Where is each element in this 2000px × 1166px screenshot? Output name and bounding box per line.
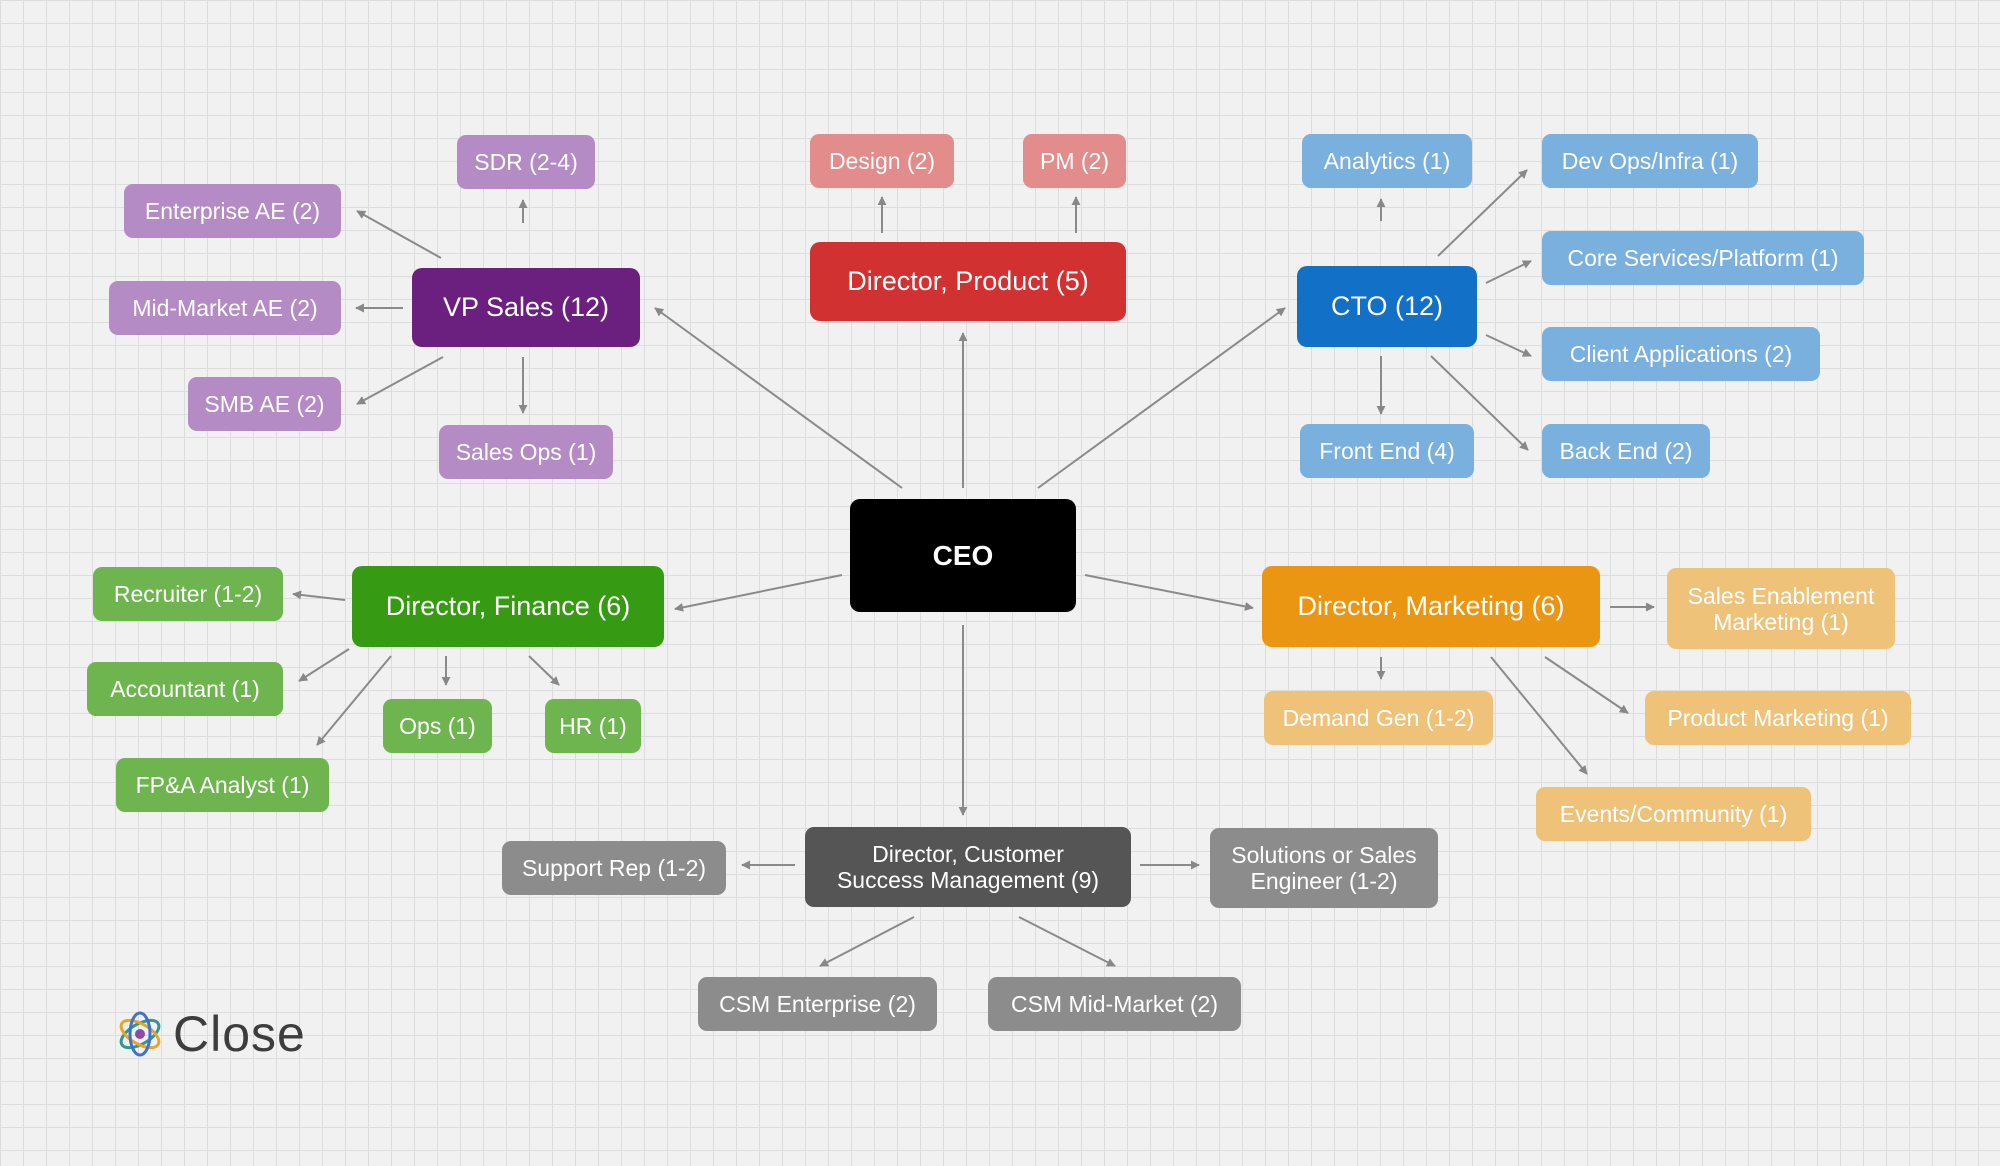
- cto-node: CTO (12): [1297, 266, 1477, 347]
- vp-sales-node: VP Sales (12): [412, 268, 640, 347]
- arrow-sales-to-smb: [356, 356, 444, 405]
- arrow-finance-to-accountant: [298, 648, 350, 682]
- back-end-node: Back End (2): [1542, 424, 1710, 478]
- solutions-engineer-label-line2: Engineer (1-2): [1250, 868, 1398, 894]
- arrow-sales-to-enterprise: [356, 210, 442, 259]
- demand-gen-node: Demand Gen (1-2): [1264, 691, 1493, 745]
- director-marketing-label: Director, Marketing (6): [1297, 591, 1565, 622]
- arrow-finance-to-recruiter: [292, 590, 346, 601]
- arrow-finance-to-fpa: [316, 655, 392, 746]
- csm-enterprise-node: CSM Enterprise (2): [698, 977, 937, 1031]
- arrow-ceo-to-cto: [1037, 307, 1286, 489]
- support-rep-label: Support Rep (1-2): [521, 855, 707, 881]
- enterprise-ae-label: Enterprise AE (2): [144, 198, 321, 224]
- fpa-analyst-node: FP&A Analyst (1): [116, 758, 329, 812]
- product-marketing-label: Product Marketing (1): [1667, 705, 1889, 731]
- fpa-analyst-label: FP&A Analyst (1): [135, 772, 310, 798]
- back-end-label: Back End (2): [1559, 438, 1693, 464]
- hr-node: HR (1): [545, 699, 641, 753]
- midmarket-ae-label: Mid-Market AE (2): [132, 295, 318, 321]
- cto-label: CTO (12): [1330, 291, 1444, 322]
- arrow-marketing-to-events: [1490, 656, 1588, 775]
- solutions-engineer-label-line1: Solutions or Sales: [1231, 842, 1417, 869]
- core-services-node: Core Services/Platform (1): [1542, 231, 1864, 285]
- director-finance-node: Director, Finance (6): [352, 566, 664, 647]
- recruiter-label: Recruiter (1-2): [113, 581, 263, 607]
- pm-label: PM (2): [1040, 148, 1109, 174]
- sales-enablement-label-line2: Marketing (1): [1713, 608, 1849, 635]
- director-marketing-node: Director, Marketing (6): [1262, 566, 1600, 647]
- close-logo: Close: [115, 1005, 306, 1063]
- sales-enablement-label-line1: Sales Enablement: [1687, 582, 1875, 609]
- ceo-node: CEO: [850, 499, 1076, 612]
- arrow-cto-to-client: [1485, 334, 1532, 357]
- ceo-label: CEO: [932, 539, 994, 571]
- csm-enterprise-label: CSM Enterprise (2): [719, 991, 916, 1017]
- recruiter-node: Recruiter (1-2): [93, 567, 283, 621]
- vp-sales-label: VP Sales (12): [442, 292, 610, 323]
- design-node: Design (2): [810, 134, 954, 188]
- core-services-label: Core Services/Platform (1): [1567, 245, 1839, 271]
- arrow-cto-to-core: [1485, 260, 1532, 284]
- client-applications-label: Client Applications (2): [1569, 341, 1793, 367]
- arrow-cs-to-csm-enterprise: [819, 916, 915, 967]
- devops-node: Dev Ops/Infra (1): [1542, 134, 1758, 188]
- smb-ae-label: SMB AE (2): [204, 391, 325, 417]
- midmarket-ae-node: Mid-Market AE (2): [109, 281, 341, 335]
- csm-midmarket-label: CSM Mid-Market (2): [1010, 991, 1218, 1017]
- devops-label: Dev Ops/Infra (1): [1561, 148, 1739, 174]
- sales-ops-label: Sales Ops (1): [455, 439, 597, 465]
- events-community-node: Events/Community (1): [1536, 787, 1811, 841]
- director-cs-label-line2: Success Management (9): [836, 867, 1100, 893]
- pm-node: PM (2): [1023, 134, 1126, 188]
- product-marketing-node: Product Marketing (1): [1645, 691, 1911, 745]
- client-applications-node: Client Applications (2): [1542, 327, 1820, 381]
- director-finance-label: Director, Finance (6): [385, 591, 631, 622]
- close-logo-icon: [119, 1011, 161, 1057]
- sdr-label: SDR (2-4): [474, 149, 578, 175]
- director-cs-node: Director, Customer Success Management (9…: [805, 827, 1131, 907]
- support-rep-node: Support Rep (1-2): [502, 841, 726, 895]
- front-end-node: Front End (4): [1300, 424, 1474, 478]
- arrow-ceo-to-vp-sales: [654, 307, 903, 489]
- arrow-cto-to-backend: [1430, 355, 1529, 451]
- csm-midmarket-node: CSM Mid-Market (2): [988, 977, 1241, 1031]
- hr-label: HR (1): [559, 713, 627, 739]
- arrow-ceo-to-finance: [674, 574, 843, 612]
- arrow-cto-to-devops: [1437, 169, 1528, 257]
- director-product-label: Director, Product (5): [847, 266, 1089, 297]
- accountant-label: Accountant (1): [110, 676, 260, 702]
- events-community-label: Events/Community (1): [1559, 801, 1788, 827]
- sales-enablement-node: Sales Enablement Marketing (1): [1667, 568, 1895, 649]
- accountant-node: Accountant (1): [87, 662, 283, 716]
- director-cs-label-line1: Director, Customer: [872, 841, 1064, 868]
- arrow-cs-to-csm-midmarket: [1018, 916, 1116, 967]
- arrow-marketing-to-productmarketing: [1544, 656, 1629, 714]
- analytics-node: Analytics (1): [1302, 134, 1472, 188]
- analytics-label: Analytics (1): [1323, 148, 1451, 174]
- arrow-finance-to-hr: [528, 655, 560, 686]
- smb-ae-node: SMB AE (2): [188, 377, 341, 431]
- ops-node: Ops (1): [383, 699, 492, 753]
- sales-ops-node: Sales Ops (1): [439, 425, 613, 479]
- front-end-label: Front End (4): [1319, 438, 1455, 464]
- design-label: Design (2): [828, 148, 936, 174]
- director-product-node: Director, Product (5): [810, 242, 1126, 321]
- enterprise-ae-node: Enterprise AE (2): [124, 184, 341, 238]
- solutions-engineer-node: Solutions or Sales Engineer (1-2): [1210, 828, 1438, 908]
- ops-label: Ops (1): [399, 713, 476, 739]
- arrow-ceo-to-marketing: [1084, 574, 1254, 611]
- demand-gen-label: Demand Gen (1-2): [1282, 705, 1475, 731]
- sdr-node: SDR (2-4): [457, 135, 595, 189]
- close-logo-text: Close: [173, 1006, 306, 1062]
